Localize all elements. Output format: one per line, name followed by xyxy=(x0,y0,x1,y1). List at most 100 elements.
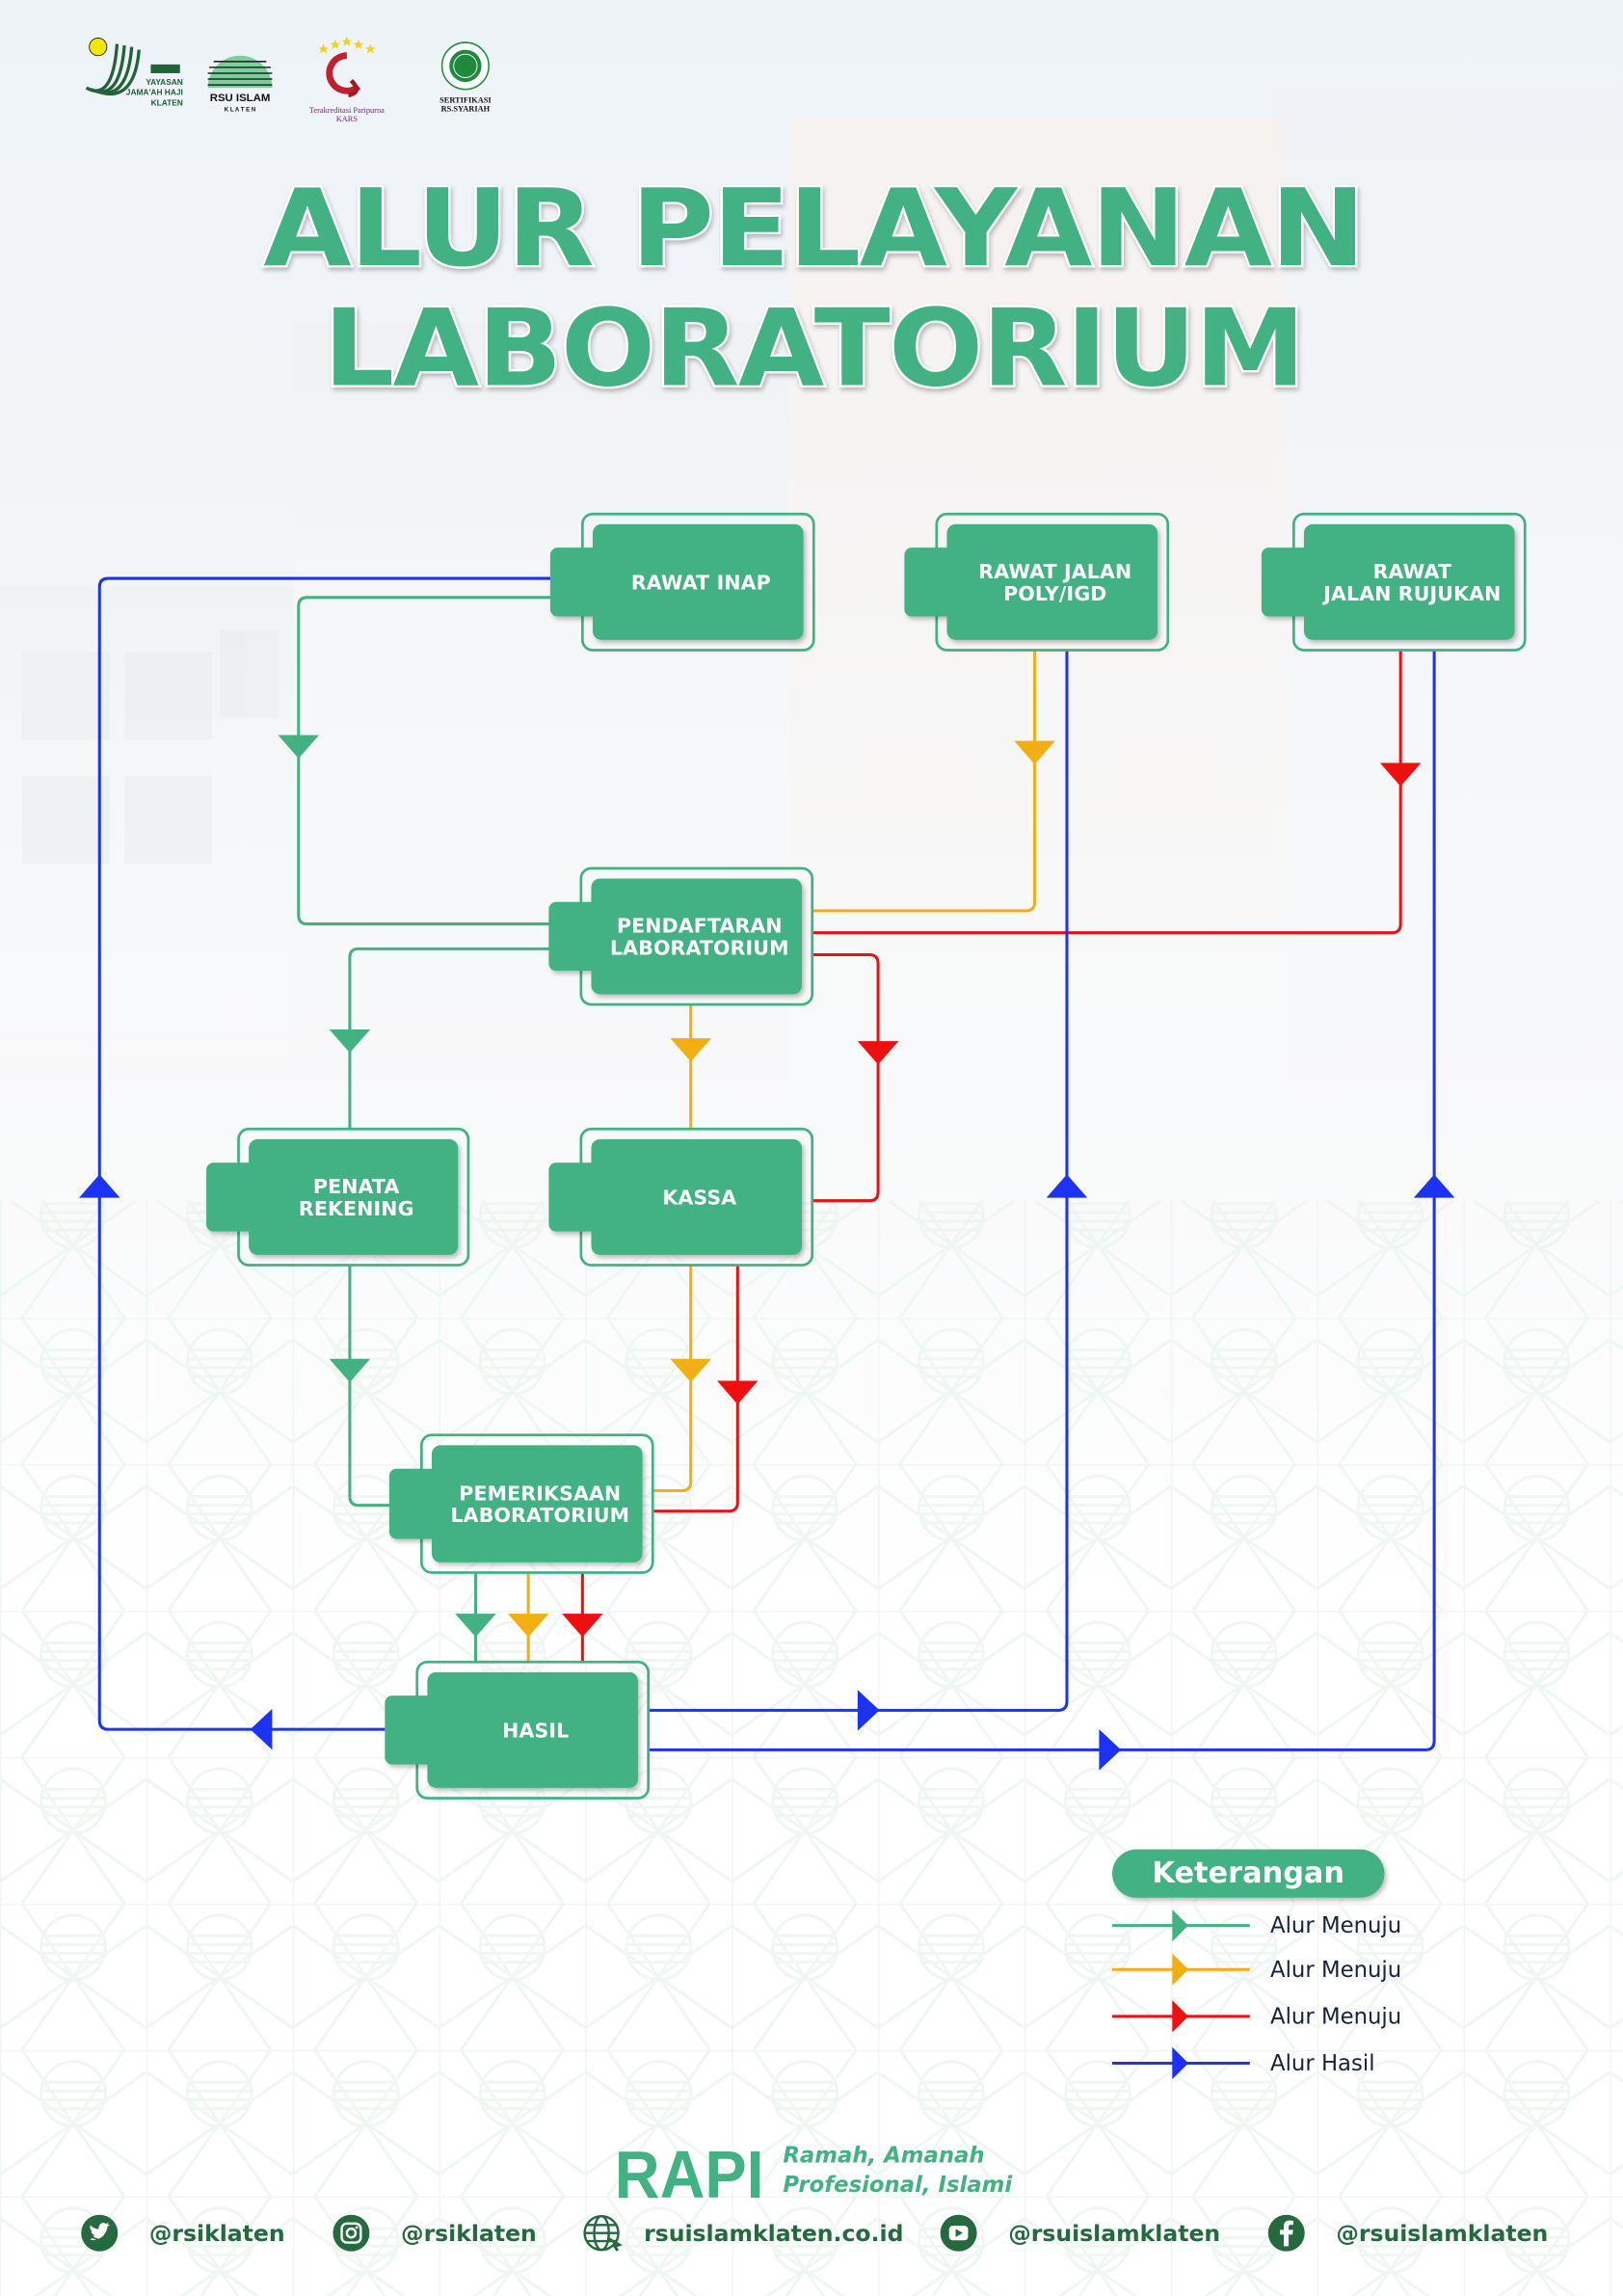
arrow-pemeriksaan-green-down xyxy=(329,1358,371,1383)
arrow-poly-up xyxy=(1046,1174,1088,1198)
globe-icon xyxy=(583,2214,624,2252)
node-body xyxy=(385,1671,639,1788)
arrow-pemeriksaan-red-down xyxy=(717,1380,758,1404)
social-website[interactable]: rsuislamklaten.co.id xyxy=(583,2214,904,2252)
instagram-handle[interactable]: @rsiklaten xyxy=(401,2220,537,2247)
youtube-handle[interactable]: @rsuislamklaten xyxy=(1008,2220,1220,2247)
flow-connectors xyxy=(78,576,1455,1771)
node-body xyxy=(548,1138,803,1255)
social-twitter[interactable]: @rsiklaten xyxy=(81,2214,285,2252)
node-label: POLY/IGD xyxy=(1003,582,1106,605)
arrow-hasil-red-down xyxy=(562,1614,603,1638)
legend-label: Alur Menuju xyxy=(1270,1958,1401,1983)
mui-logo: SERTIFIKASI RS.SYARIAH xyxy=(439,41,492,113)
edge-kassa-to-pemeriksaan-red xyxy=(652,1265,739,1513)
legend-label: Alur Menuju xyxy=(1270,2004,1401,2029)
node-body xyxy=(548,878,803,995)
yayasan-logo-line2: JAMA'AH HAJI xyxy=(126,88,183,97)
arrow-hasil-green-down xyxy=(455,1614,496,1638)
node-label: PENATA xyxy=(313,1175,400,1198)
arrow-rawat-inap-up xyxy=(78,1174,120,1198)
node-label: HASIL xyxy=(502,1719,569,1742)
website-link[interactable]: rsuislamklaten.co.id xyxy=(644,2220,903,2247)
node-label: PEMERIKSAAN xyxy=(459,1482,621,1505)
edge-hasil-to-poly xyxy=(648,650,1069,1712)
node-body xyxy=(388,1445,643,1562)
kars-logo: Terakreditasi Paripurna KARS xyxy=(309,36,385,123)
edge-kassa-to-pemeriksaan-yellow xyxy=(652,1265,693,1492)
node-rawat-inap[interactable]: RAWAT INAP xyxy=(549,512,815,652)
legend-title-pill: Keterangan xyxy=(1112,1849,1385,1898)
legend-label: Alur Hasil xyxy=(1270,2051,1374,2076)
node-label: KASSA xyxy=(662,1186,736,1209)
node-kassa[interactable]: KASSA xyxy=(548,1127,814,1267)
arrow-kassa-red-down xyxy=(857,1041,899,1065)
legend-title: Keterangan xyxy=(1152,1856,1344,1890)
mui-logo-line2: RS.SYARIAH xyxy=(441,104,491,113)
arrow-poly-down xyxy=(1014,740,1055,764)
arrow-rujukan-up xyxy=(1413,1174,1455,1198)
edge-hasil-to-rujukan xyxy=(648,650,1436,1751)
legend-arrow-icon xyxy=(1172,1909,1189,1942)
kars-logo-line1: Terakreditasi Paripurna xyxy=(309,106,385,115)
mui-logo-line1: SERTIFIKASI xyxy=(439,95,491,104)
node-label: RAWAT JALAN xyxy=(978,560,1131,583)
node-label: RAWAT INAP xyxy=(631,571,771,594)
yayasan-logo-line1: YAYASAN xyxy=(146,77,182,87)
node-body xyxy=(904,523,1158,640)
node-label: RAWAT xyxy=(1373,560,1451,583)
legend-arrow-icon xyxy=(1172,1953,1189,1986)
legend-label: Alur Menuju xyxy=(1270,1913,1401,1938)
node-label: PENDAFTARAN xyxy=(617,915,783,938)
node-body xyxy=(549,523,804,640)
edge-pendaftaran-to-penata xyxy=(348,947,553,1130)
arrow-kassa-yellow-down xyxy=(670,1038,711,1062)
edge-rawat-inap-to-pendaftaran xyxy=(297,596,553,926)
arrow-pemeriksaan-yellow-down xyxy=(670,1358,711,1383)
yayasan-logo: YAYASAN JAMA'AH HAJI KLATEN xyxy=(85,38,183,107)
arrow-hasil-yellow-down xyxy=(507,1614,549,1638)
edge-rujukan-to-pendaftaran xyxy=(812,650,1402,935)
node-label: LABORATORIUM xyxy=(610,936,789,959)
arrow-penata-down xyxy=(329,1028,371,1054)
node-hasil[interactable]: HASIL xyxy=(385,1660,651,1800)
social-instagram[interactable]: @rsiklaten xyxy=(333,2214,537,2252)
legend-item: Alur Menuju xyxy=(1112,1909,1401,1942)
title-line2: LABORATORIUM xyxy=(324,287,1304,412)
arrow-hasil-left xyxy=(250,1708,273,1750)
arrow-rawat-inap-down xyxy=(278,734,320,759)
header-logos: YAYASAN JAMA'AH HAJI KLATEN RSU ISLAM K … xyxy=(85,36,492,123)
edge-penata-to-pemeriksaan xyxy=(348,1265,392,1508)
node-body xyxy=(206,1138,459,1255)
legend-item: Alur Menuju xyxy=(1112,2000,1401,2033)
arrow-hasil-right-poly xyxy=(857,1690,880,1731)
node-label: LABORATORIUM xyxy=(450,1504,629,1527)
social-youtube[interactable]: @rsuislamklaten xyxy=(940,2214,1221,2252)
twitter-handle[interactable]: @rsiklaten xyxy=(149,2220,285,2247)
edge-poly-to-pendaftaran xyxy=(812,650,1037,913)
edge-hasil-to-rawat-inap xyxy=(97,576,553,1731)
facebook-handle[interactable]: @rsuislamklaten xyxy=(1336,2220,1548,2247)
legend-item: Alur Hasil xyxy=(1112,2046,1375,2080)
page-title: ALUR PELAYANAN LABORATORIUM xyxy=(261,165,1368,414)
tagline-line2: Profesional, Islami xyxy=(783,2173,1013,2198)
rsu-islam-logo-name: RSU ISLAM xyxy=(210,93,271,104)
title-line1: ALUR PELAYANAN xyxy=(263,167,1364,291)
node-label: JALAN RUJUKAN xyxy=(1321,582,1501,605)
rsu-islam-logo: RSU ISLAM K L A T E N xyxy=(207,55,273,113)
rsu-islam-logo-city: K L A T E N xyxy=(225,107,255,113)
edge-pendaftaran-to-kassa-red xyxy=(812,952,880,1203)
legend-arrow-icon xyxy=(1172,2000,1189,2033)
arrow-hasil-right-rujukan xyxy=(1099,1729,1122,1771)
social-facebook[interactable]: @rsuislamklaten xyxy=(1267,2214,1549,2252)
yayasan-logo-line3: KLATEN xyxy=(151,97,183,107)
node-body xyxy=(1261,523,1515,640)
kars-logo-line2: KARS xyxy=(336,115,359,123)
